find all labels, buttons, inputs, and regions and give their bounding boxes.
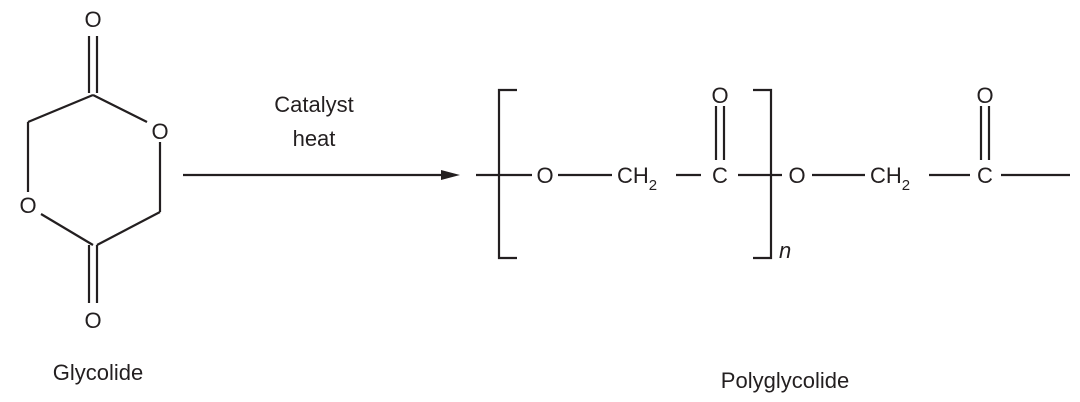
reaction-arrow — [183, 170, 460, 180]
polyglycolide-structure: O CH2 C O O CH2 C O n — [476, 83, 1070, 263]
glycolide-o-ring-left: O — [19, 193, 36, 218]
pga-o2: O — [788, 163, 805, 188]
glycolide-label: Glycolide — [53, 360, 143, 385]
glycolide-o-bottom: O — [84, 308, 101, 333]
glycolide-o-ring-right: O — [151, 119, 168, 144]
arrow-label-catalyst: Catalyst — [274, 92, 353, 117]
arrow-label-heat: heat — [293, 126, 336, 151]
glycolide-o-top: O — [84, 7, 101, 32]
glycolide-structure: O O O O — [19, 7, 168, 333]
pga-ch2-1: CH2 — [617, 163, 657, 194]
polyglycolide-label: Polyglycolide — [721, 368, 849, 393]
repeat-unit-subscript: n — [779, 238, 791, 263]
pga-c2-o: O — [976, 83, 993, 108]
bond-c-o-right — [92, 94, 148, 123]
pga-ch2-2: CH2 — [870, 163, 910, 194]
pga-c1: C — [712, 163, 728, 188]
pga-c2: C — [977, 163, 993, 188]
pga-c1-o: O — [711, 83, 728, 108]
pga-o1: O — [536, 163, 553, 188]
